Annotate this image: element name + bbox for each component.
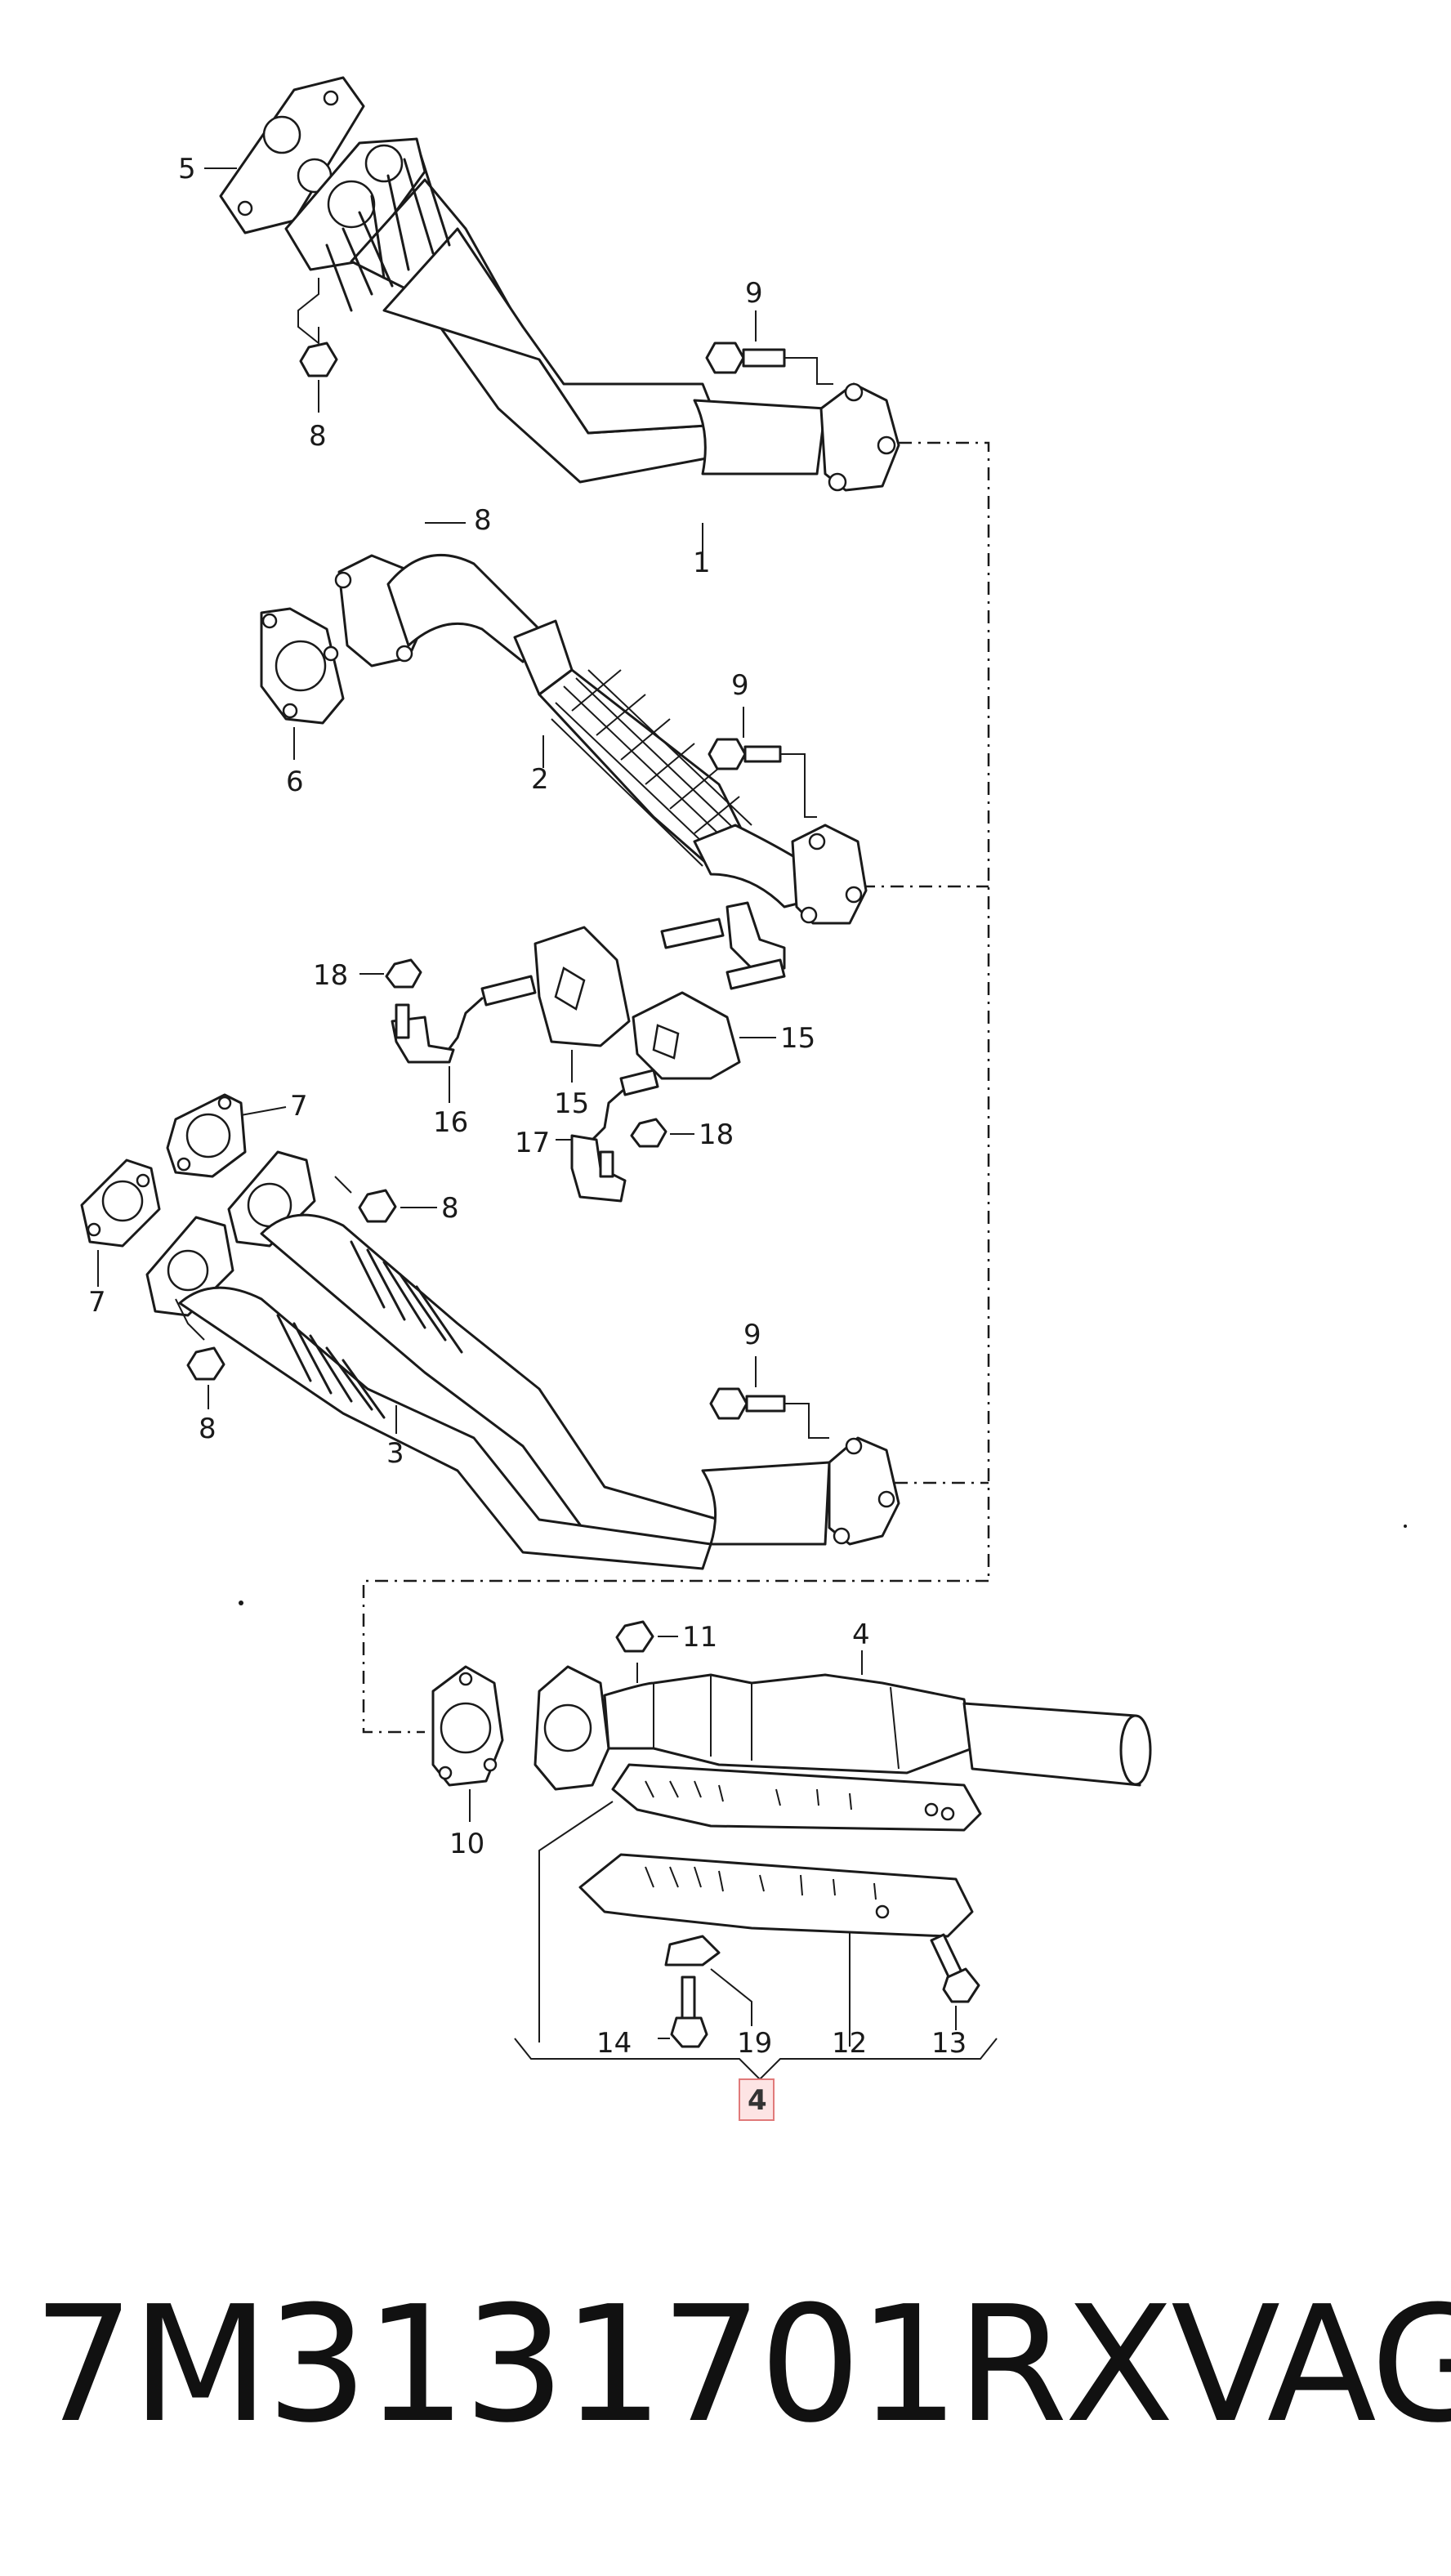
callout-3: 3 bbox=[386, 1437, 404, 1470]
gasket-7a bbox=[166, 1093, 287, 1178]
callout-1: 1 bbox=[693, 547, 711, 579]
highlight-label: 4 bbox=[748, 2084, 767, 2117]
clip-19 bbox=[664, 1935, 752, 2026]
part-number: 7M3131701RX bbox=[33, 2272, 1174, 2458]
flex-mesh bbox=[551, 669, 752, 867]
bolt-9b bbox=[708, 707, 817, 818]
hanger-rod-16 bbox=[391, 975, 537, 1103]
callout-18a: 18 bbox=[313, 959, 348, 992]
footer-caption: 7M3131701RX VAG bbox=[33, 2272, 1451, 2458]
front-pipe-1 bbox=[284, 137, 900, 572]
callout-7b: 7 bbox=[88, 1286, 106, 1319]
callout-9b: 9 bbox=[731, 669, 749, 702]
nut-8d bbox=[175, 1298, 225, 1409]
gasket-5 bbox=[219, 76, 365, 234]
callout-16: 16 bbox=[433, 1106, 468, 1139]
flex-pipe-2 bbox=[334, 553, 868, 925]
assembly-dash-lines bbox=[362, 441, 990, 1734]
callout-12: 12 bbox=[832, 2027, 867, 2060]
heat-shield-12 bbox=[578, 1853, 974, 2047]
gasket-7b bbox=[80, 1159, 161, 1287]
callout-labels: 5 8 9 1 8 6 2 9 18 15 15 16 17 18 7 7 8 … bbox=[88, 153, 967, 2060]
front-pipe-3 bbox=[145, 1150, 900, 1570]
hanger-rod-17 bbox=[556, 1069, 659, 1203]
callout-9c: 9 bbox=[743, 1319, 761, 1351]
callout-9a: 9 bbox=[745, 277, 763, 310]
bolt-9a bbox=[705, 310, 833, 385]
callout-19: 19 bbox=[737, 2027, 772, 2060]
callout-4: 4 bbox=[852, 1618, 870, 1651]
hanger-bracket-upper bbox=[660, 901, 786, 990]
catalytic-converter-4 bbox=[534, 1650, 1152, 1791]
nut-8a bbox=[297, 278, 338, 413]
rubber-hanger-15a bbox=[534, 926, 631, 1083]
brand-name: VAG bbox=[1171, 2272, 1451, 2458]
gasket-10 bbox=[431, 1665, 504, 1822]
callout-8b: 8 bbox=[474, 504, 492, 537]
callout-13: 13 bbox=[931, 2027, 967, 2060]
bolt-13 bbox=[930, 1933, 980, 2030]
callout-11: 11 bbox=[682, 1621, 717, 1654]
nut-11 bbox=[615, 1620, 678, 1653]
callout-17: 17 bbox=[515, 1127, 550, 1159]
callout-2: 2 bbox=[531, 763, 549, 796]
callout-15a: 15 bbox=[554, 1087, 589, 1120]
callout-8a: 8 bbox=[309, 420, 327, 453]
callout-14: 14 bbox=[596, 2027, 632, 2060]
bolt-14 bbox=[658, 1976, 708, 2048]
callout-5: 5 bbox=[178, 153, 196, 185]
nut-18b bbox=[630, 1118, 694, 1148]
nut-8c bbox=[334, 1176, 437, 1223]
callout-8d: 8 bbox=[199, 1413, 217, 1445]
callout-7a: 7 bbox=[290, 1090, 308, 1123]
callout-6: 6 bbox=[286, 766, 304, 798]
highlight-marker[interactable]: 4 bbox=[739, 2078, 775, 2121]
callout-15b: 15 bbox=[780, 1022, 815, 1055]
gasket-6 bbox=[260, 607, 345, 760]
nut-18a bbox=[359, 958, 422, 989]
callout-10: 10 bbox=[449, 1828, 484, 1860]
heat-shield-upper bbox=[538, 1763, 982, 2042]
callout-8c: 8 bbox=[441, 1192, 459, 1225]
rubber-hanger-15b bbox=[632, 991, 776, 1080]
bolt-9c bbox=[709, 1356, 829, 1439]
callout-18b: 18 bbox=[699, 1118, 734, 1151]
